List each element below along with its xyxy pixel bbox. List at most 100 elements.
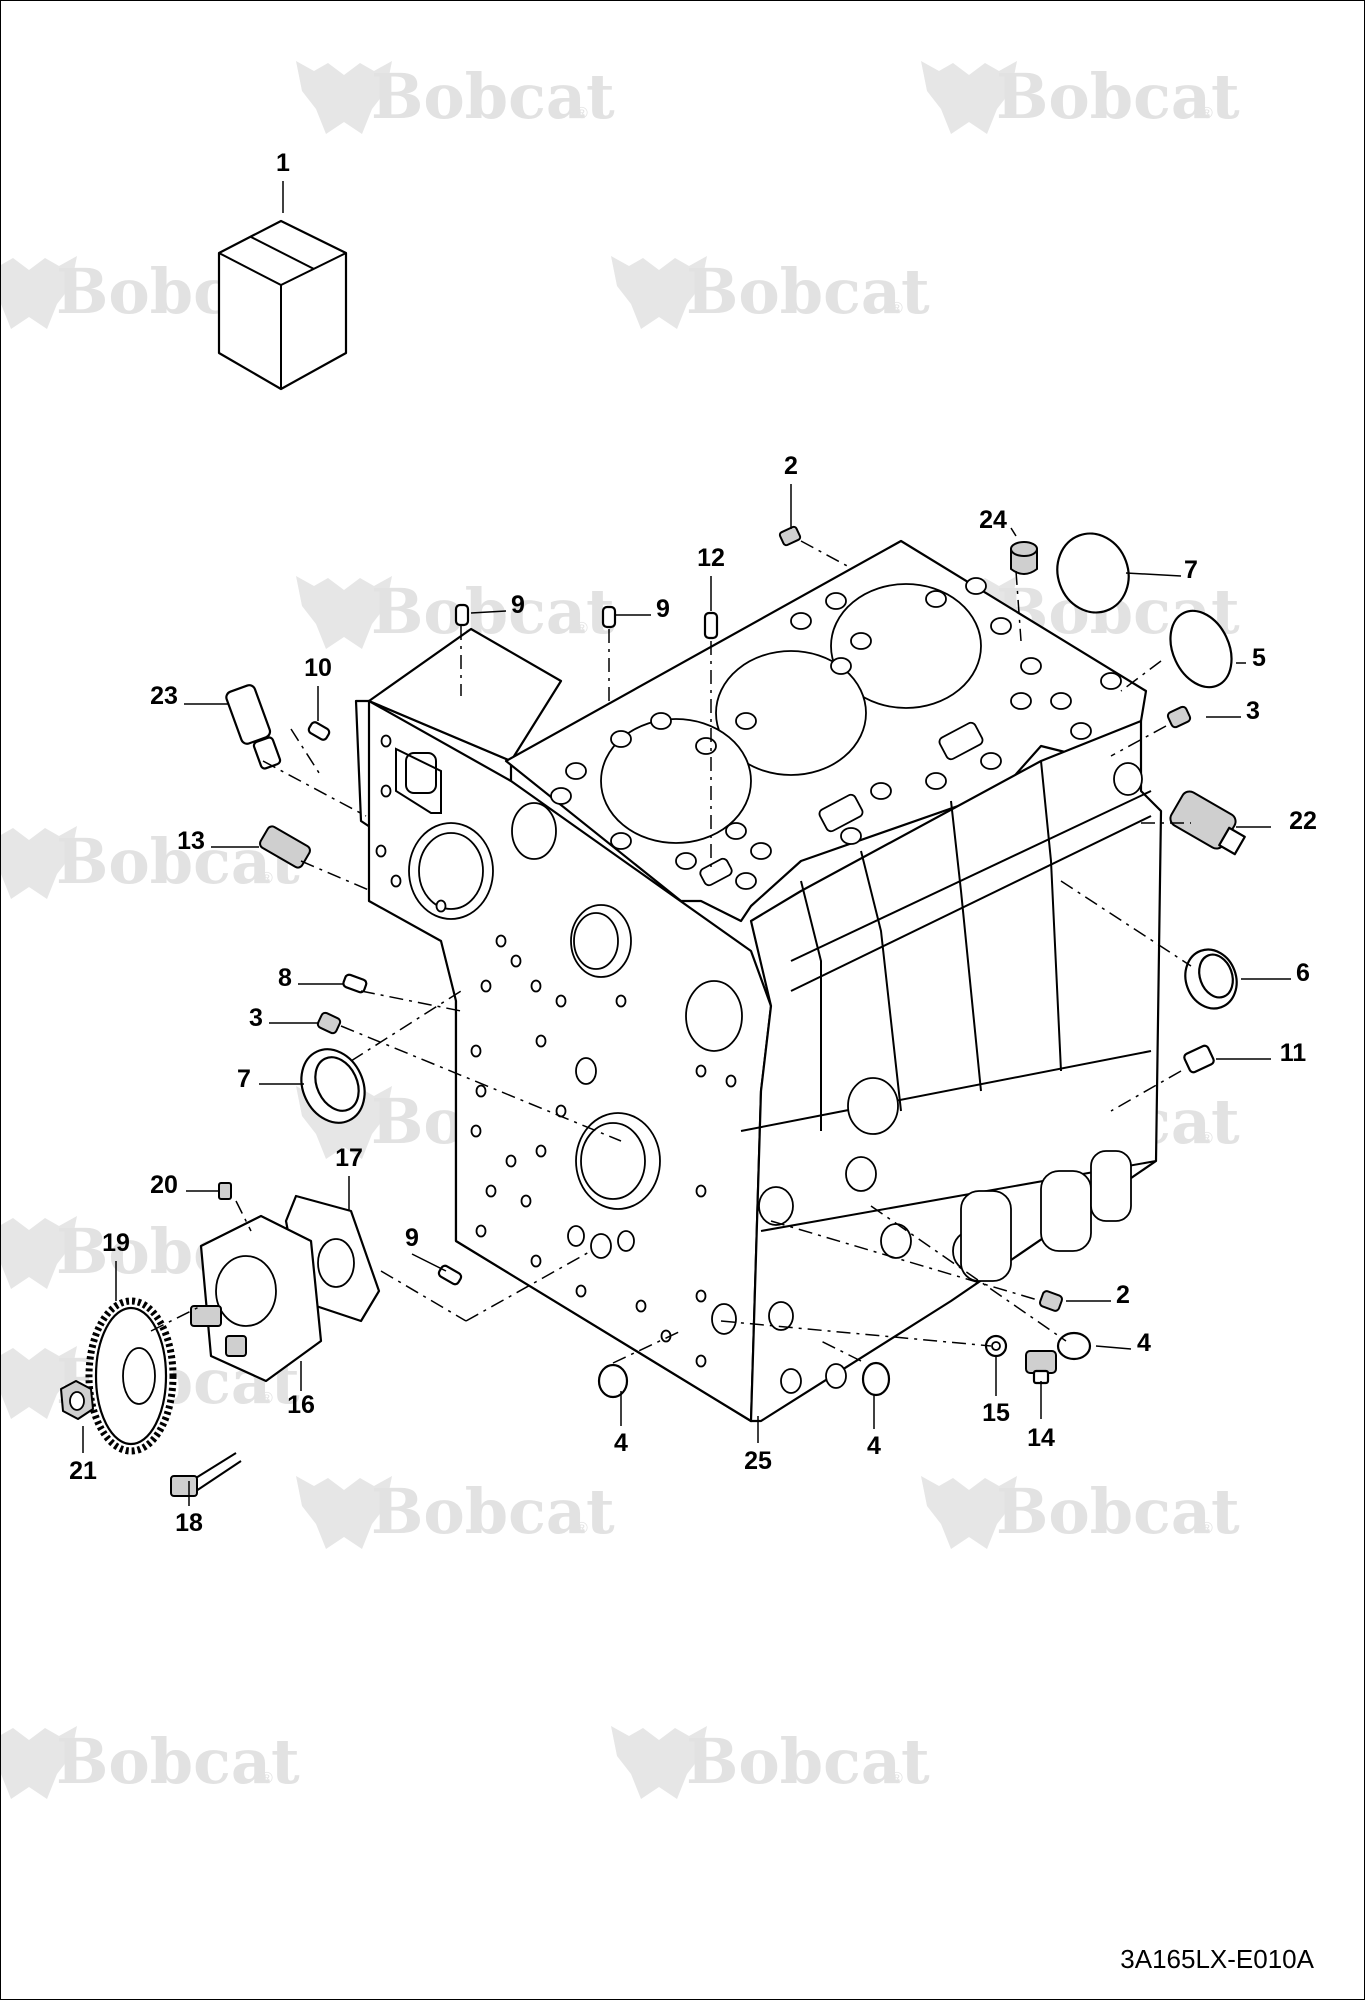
deck-hole [965, 577, 987, 595]
callout-c21: 21 [69, 1426, 97, 1485]
face-hole [695, 1064, 707, 1078]
deck-hole [675, 852, 697, 870]
deck-hole [1070, 722, 1092, 740]
callout-label: 15 [982, 1399, 1010, 1427]
watermark-logo-icon [1, 826, 77, 899]
deck-hole [695, 737, 717, 755]
callout-label: 11 [1280, 1039, 1307, 1067]
face-hole [495, 934, 507, 948]
callout-label: 7 [237, 1065, 251, 1093]
face-hole [470, 1124, 482, 1138]
callout-c4c: 4 [867, 1394, 881, 1460]
callout-label: 13 [177, 827, 205, 855]
watermark: Bobcat® [611, 255, 930, 329]
watermark-logo-icon [921, 61, 1017, 134]
part-16-oil-pump [190, 1214, 323, 1383]
watermark-registered: ® [1201, 1130, 1213, 1147]
watermark-registered: ® [261, 870, 273, 887]
callout-c2b: 2 [1066, 1281, 1130, 1309]
callout-label: 3 [1246, 697, 1260, 725]
deck-hole [1050, 692, 1072, 710]
part-1-box [217, 219, 348, 391]
callout-label: 21 [69, 1457, 97, 1485]
face-hole [555, 994, 567, 1008]
face-hole [380, 734, 392, 748]
callout-label: 14 [1027, 1424, 1055, 1452]
drawing-reference: 3A165LX-E010A [1120, 1944, 1314, 1974]
part-21-nut [60, 1380, 94, 1420]
callout-label: 1 [276, 149, 290, 177]
callout-c4a: 4 [1095, 1329, 1151, 1357]
watermark-brand: Bobcat [686, 255, 930, 328]
callout-c9c: 9 [405, 1224, 447, 1272]
part-4-plugs [597, 1331, 1092, 1399]
watermark: Bobcat® [921, 1475, 1240, 1549]
deck-hole [565, 762, 587, 780]
deck-hole [990, 617, 1012, 635]
callout-c10: 10 [304, 654, 332, 721]
callout-label: 9 [656, 595, 670, 623]
callout-c1: 1 [276, 149, 290, 213]
watermark-registered: ® [1201, 1520, 1213, 1537]
watermark-logo-icon [1, 256, 77, 329]
callout-c2a: 2 [784, 452, 798, 529]
watermark-brand: Bobcat [996, 60, 1240, 133]
callout-label: 9 [511, 591, 525, 619]
callout-c8: 8 [278, 964, 344, 992]
face-hole [435, 899, 447, 913]
callout-c9a: 9 [470, 591, 525, 619]
deck-hole [610, 832, 632, 850]
watermark: Bobcat® [1, 825, 300, 899]
part-11-pin [1183, 1044, 1215, 1074]
callout-label: 20 [150, 1171, 178, 1199]
callout-leader-line [1010, 527, 1017, 537]
watermark-brand: Bobcat [371, 60, 615, 133]
face-hole [510, 954, 522, 968]
callout-c15: 15 [982, 1356, 1010, 1427]
callout-label: 25 [744, 1447, 772, 1475]
deck-hole [1100, 672, 1122, 690]
watermark: Bobcat® [921, 60, 1240, 134]
callout-label: 2 [784, 452, 798, 480]
part-6-seal [1184, 948, 1238, 1010]
part-7-seal-left [300, 1048, 366, 1124]
watermark-logo-icon [611, 256, 707, 329]
part-24-cap [1010, 541, 1038, 575]
part-20-key [218, 1182, 232, 1200]
face-hole [475, 1084, 487, 1098]
callout-c6: 6 [1241, 959, 1310, 987]
part-10-pin [307, 721, 331, 741]
callout-c25: 25 [744, 1416, 772, 1475]
face-hole [695, 1289, 707, 1303]
face-hole [390, 874, 402, 888]
watermark-logo-icon [1, 1346, 77, 1419]
deck-holes [550, 577, 1122, 890]
callout-c5: 5 [1236, 644, 1266, 672]
part-15-washer [984, 1334, 1008, 1358]
face-hole [575, 1284, 587, 1298]
face-hole [375, 844, 387, 858]
watermark-brand: Bobcat [56, 825, 300, 898]
deck-hole [650, 712, 672, 730]
deck-hole [1020, 657, 1042, 675]
callout-leader-line [411, 1253, 447, 1272]
callout-c22: 22 [1236, 807, 1317, 835]
face-hole [725, 1074, 737, 1088]
watermark-registered: ® [576, 105, 588, 122]
callout-label: 7 [1184, 556, 1198, 584]
callout-leader-line [1095, 1345, 1132, 1350]
deck-hole [840, 827, 862, 845]
assembly-lines [150, 540, 1192, 1364]
callout-label: 16 [287, 1391, 315, 1419]
callout-label: 19 [102, 1229, 130, 1257]
block-ribs [758, 760, 1152, 1394]
callout-c18: 18 [175, 1481, 203, 1537]
face-hole [530, 1254, 542, 1268]
callout-c19: 19 [102, 1229, 130, 1301]
watermark-registered: ® [1201, 105, 1213, 122]
face-hole [380, 784, 392, 798]
callout-leader-line [1125, 572, 1182, 577]
deck-hole [735, 872, 757, 890]
